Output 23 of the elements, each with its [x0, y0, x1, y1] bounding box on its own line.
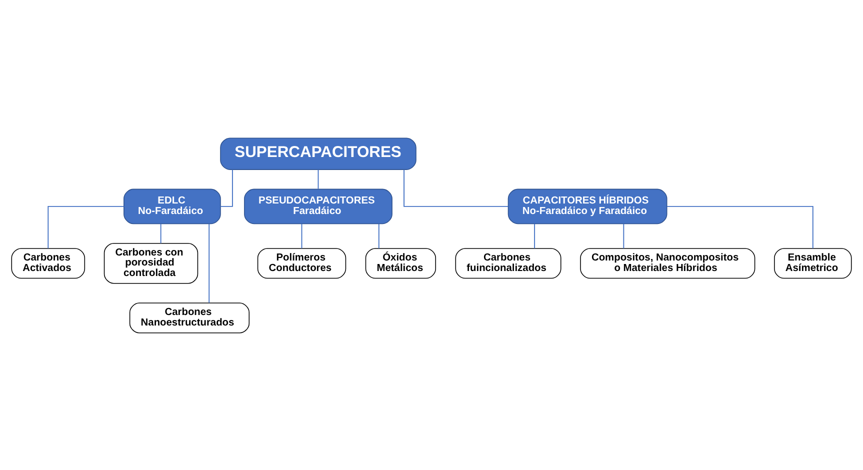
node-box: Óxidos Metálicos — [365, 248, 436, 278]
connector — [48, 205, 124, 248]
connector — [666, 205, 814, 248]
connector — [318, 168, 319, 189]
node-box: SUPERCAPACITORES — [220, 137, 416, 170]
connector — [404, 168, 509, 206]
connector — [160, 222, 162, 244]
node-box: CAPACITORES HÍBRIDOS No-Faradáico y Faradáico — [508, 188, 668, 224]
node-box: Carbones con porosidad controlada — [104, 242, 198, 284]
connector — [208, 222, 210, 303]
connector — [534, 222, 536, 248]
connector — [623, 222, 624, 248]
node-box: Carbones Nanoestructurados — [129, 302, 250, 333]
connector — [378, 222, 380, 248]
node-box: EDLC No-Faradáico — [124, 188, 221, 224]
connector — [220, 168, 233, 206]
node-box: PSEUDOCAPACITORES Faradáico — [244, 188, 392, 224]
node-box: Ensamble Asímetrico — [774, 248, 852, 278]
node-box: Carbones fuincionalizados — [455, 248, 562, 278]
connector — [301, 222, 302, 248]
node-box: Compositos, Nanocompositos o Materiales Híbridos — [580, 248, 756, 278]
node-box: Polímeros Conductores — [257, 248, 346, 278]
node-box: Carbones Activados — [11, 248, 86, 278]
